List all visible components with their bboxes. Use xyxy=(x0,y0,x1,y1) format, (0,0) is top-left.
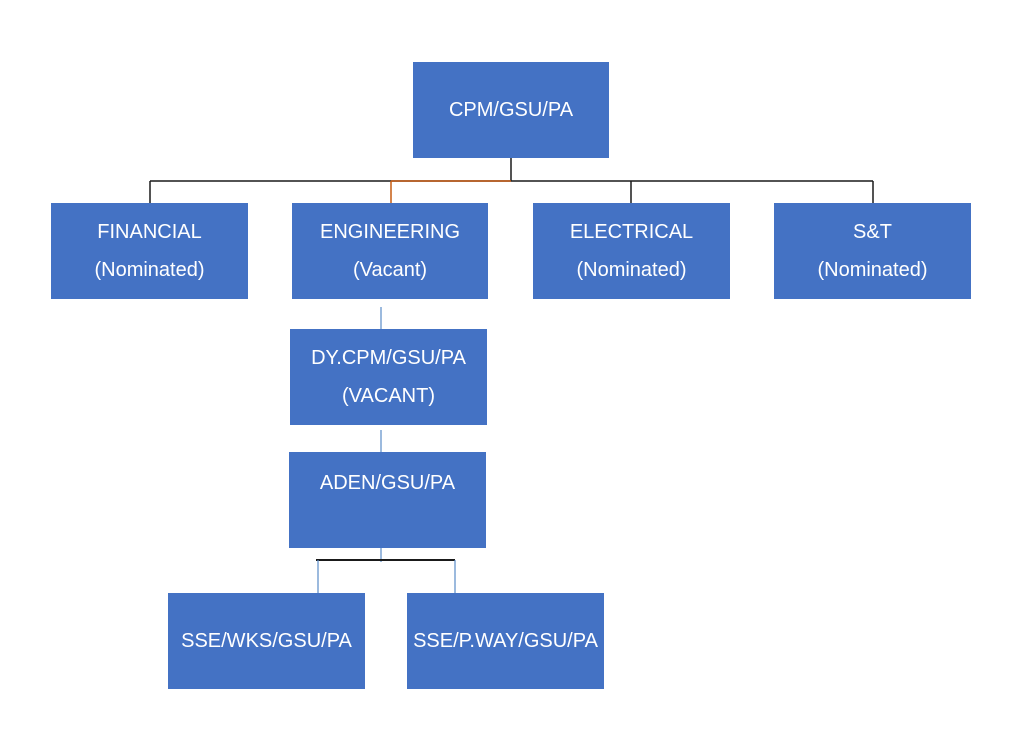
node-deputy-title: DY.CPM/GSU/PA xyxy=(311,347,466,369)
node-snt: S&T (Nominated) xyxy=(774,203,971,299)
node-financial-status: (Nominated) xyxy=(94,259,205,281)
node-electrical-title: ELECTRICAL xyxy=(569,221,694,243)
node-financial-title: FINANCIAL xyxy=(97,221,202,243)
node-sse-pway-title: SSE/P.WAY/GSU/PA xyxy=(413,630,598,652)
node-root: CPM/GSU/PA xyxy=(413,62,609,158)
node-aden-title: ADEN/GSU/PA xyxy=(319,472,456,494)
node-electrical: ELECTRICAL (Nominated) xyxy=(533,203,730,299)
node-snt-title: S&T xyxy=(853,221,892,243)
node-deputy: DY.CPM/GSU/PA (VACANT) xyxy=(290,329,487,425)
node-engineering: ENGINEERING (Vacant) xyxy=(292,203,488,299)
node-sse-pway: SSE/P.WAY/GSU/PA xyxy=(407,593,604,689)
node-sse-wks: SSE/WKS/GSU/PA xyxy=(168,593,365,689)
node-root-title: CPM/GSU/PA xyxy=(448,99,574,121)
node-electrical-status: (Nominated) xyxy=(576,259,687,281)
node-snt-status: (Nominated) xyxy=(817,259,928,281)
node-aden: ADEN/GSU/PA xyxy=(289,452,486,548)
node-sse-wks-title: SSE/WKS/GSU/PA xyxy=(181,630,352,652)
node-deputy-status: (VACANT) xyxy=(342,385,435,407)
node-engineering-title: ENGINEERING xyxy=(319,221,461,243)
node-financial: FINANCIAL (Nominated) xyxy=(51,203,248,299)
node-engineering-status: (Vacant) xyxy=(352,259,428,281)
